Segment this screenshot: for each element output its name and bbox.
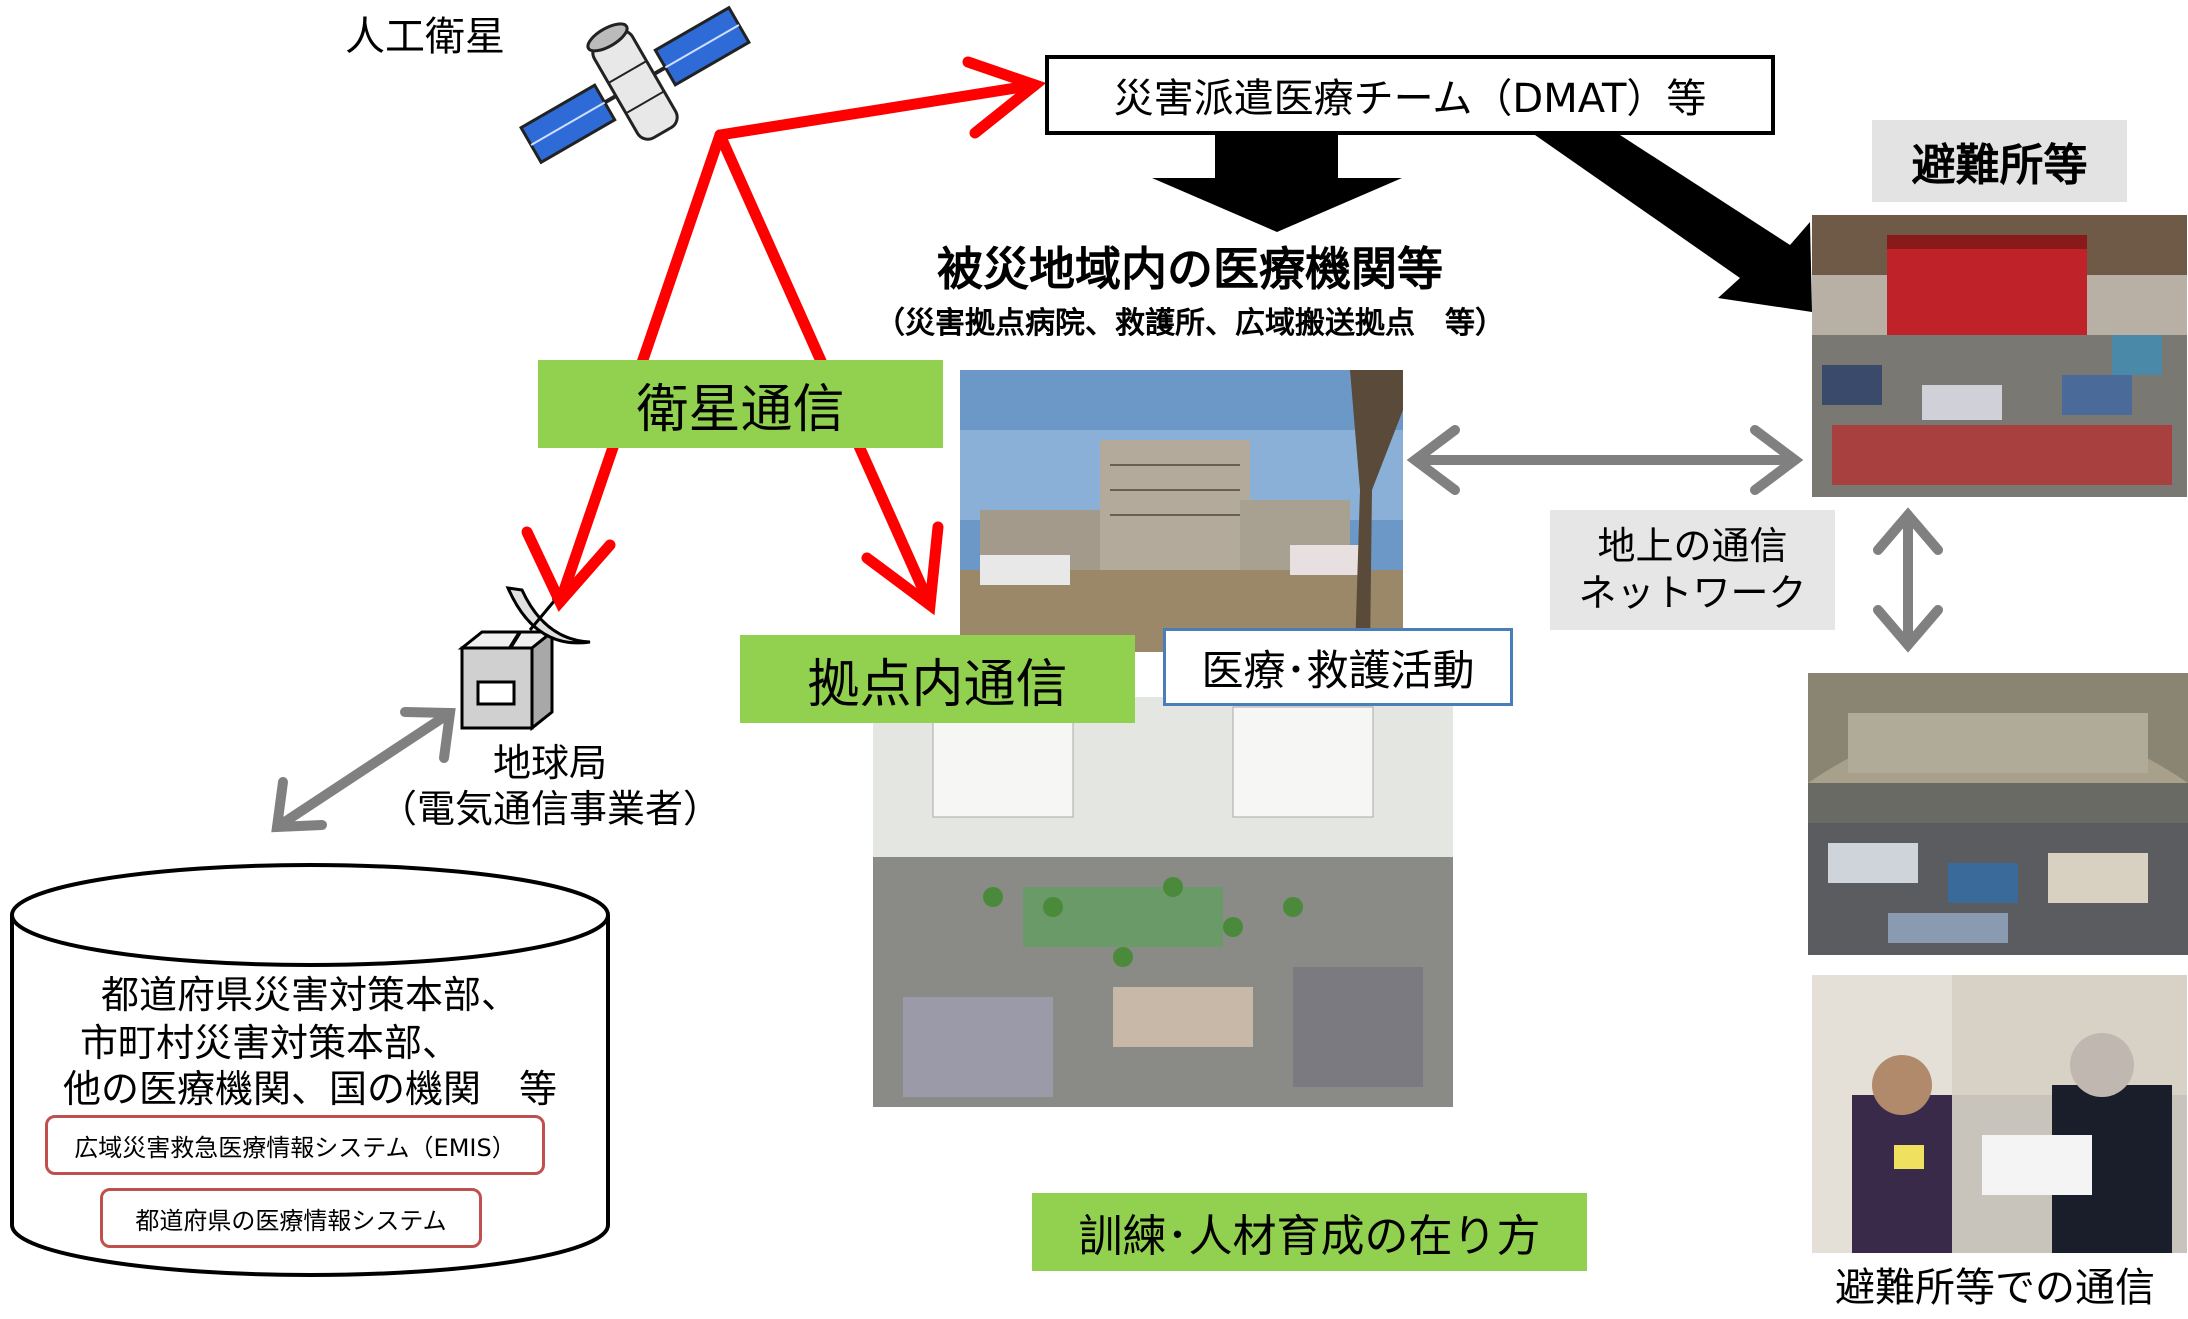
training-label: 訓練･人材育成の在り方 <box>1032 1193 1587 1271</box>
black-arrow-down <box>1152 135 1402 232</box>
shelter-caption: 避難所等での通信 <box>1835 1265 2155 1311</box>
emis-box: 広域災害救急医療情報システム（EMIS） <box>45 1115 545 1175</box>
shelter-photo-3 <box>1812 975 2187 1253</box>
satellite-comm-label: 衛星通信 <box>538 360 943 448</box>
prefecture-system-box: 都道府県の医療情報システム <box>100 1188 482 1248</box>
satellite-label: 人工衛星 <box>345 14 505 60</box>
prefecture-system-label: 都道府県の医療情報システム <box>135 1206 447 1235</box>
headquarters-cylinder <box>10 863 610 1277</box>
ground-network-box: 地上の通信 ネットワーク <box>1550 510 1835 630</box>
shelter-photo-1 <box>1812 215 2187 497</box>
headquarters-line1: 都道府県災害対策本部、 <box>100 973 519 1017</box>
emis-label: 広域災害救急医療情報システム（EMIS） <box>74 1133 516 1162</box>
earth-station-icon <box>457 586 591 732</box>
affected-area-subtitle: （災害拠点病院、救護所、広域搬送拠点 等） <box>875 306 1505 341</box>
headquarters-line3: 他の医療機関、国の機関 等 <box>62 1067 557 1111</box>
ground-network-line2: ネットワーク <box>1578 571 1807 615</box>
satellite-icon <box>519 5 751 165</box>
shelter-photo-2 <box>1808 673 2188 955</box>
training-text: 訓練･人材育成の在り方 <box>1078 1211 1541 1262</box>
medical-activity-label: 医療･救護活動 <box>1201 645 1475 695</box>
affected-area-title: 被災地域内の医療機関等 <box>937 242 1443 296</box>
hospital-interior-photo <box>873 697 1453 1107</box>
onsite-comm-text: 拠点内通信 <box>807 654 1068 715</box>
dmat-box: 災害派遣医療チーム（DMAT）等 <box>1045 55 1775 135</box>
headquarters-line2: 市町村災害対策本部、 <box>79 1021 460 1065</box>
ground-network-line1: 地上の通信 <box>1597 523 1788 568</box>
earth-station-operator: （電気通信事業者） <box>378 787 721 831</box>
black-arrow-diagonal <box>1535 135 1812 312</box>
satellite-comm-text: 衛星通信 <box>636 379 845 440</box>
medical-activity-box: 医療･救護活動 <box>1163 628 1513 706</box>
shelter-title: 避難所等 <box>1911 140 2088 191</box>
hospital-photo <box>960 370 1403 652</box>
shelter-title-box: 避難所等 <box>1872 120 2127 202</box>
earth-station-label: 地球局 <box>492 741 607 785</box>
grey-arrows <box>271 425 1943 833</box>
dmat-label: 災害派遣医療チーム（DMAT）等 <box>1113 76 1707 122</box>
onsite-comm-label: 拠点内通信 <box>740 635 1135 723</box>
